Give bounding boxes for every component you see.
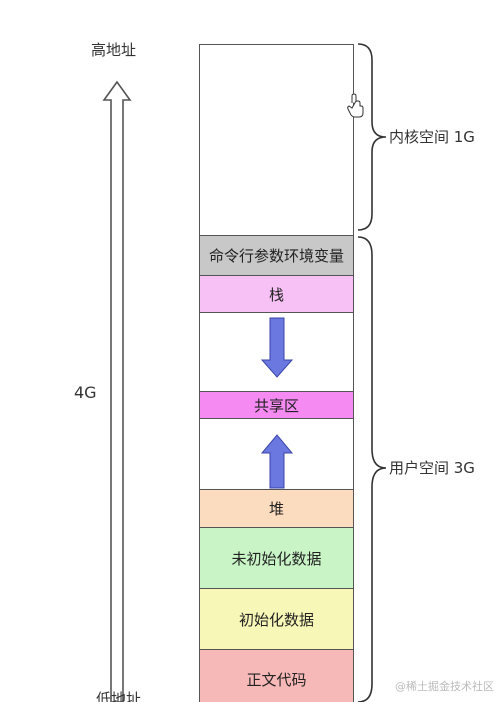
uninitialized-data-block: 未初始化数据 xyxy=(199,527,354,589)
kernel-space-block xyxy=(199,44,354,236)
low-address-label-text: 低地址 xyxy=(96,690,142,702)
kernel-space-brace xyxy=(357,43,387,231)
stack-growth-down-arrow xyxy=(260,317,294,378)
address-axis-arrow-shape xyxy=(102,80,132,702)
heap-block: 堆 xyxy=(199,489,354,528)
text-code-block: 正文代码 xyxy=(199,649,354,702)
kernel-space-label: 内核空间 1G xyxy=(389,128,475,146)
user-space-brace xyxy=(357,236,387,702)
user-space-label: 用户空间 3G xyxy=(389,459,475,477)
heap-growth-up-arrow xyxy=(260,434,294,489)
initialized-data-block: 初始化数据 xyxy=(199,588,354,650)
watermark-text: @稀土掘金技术社区 xyxy=(395,680,494,693)
stack-block: 栈 xyxy=(199,275,354,313)
hand-cursor-icon xyxy=(347,93,364,118)
address-size-label: 4G xyxy=(74,383,97,402)
high-address-label: 高地址 xyxy=(91,41,137,59)
shared-area-block: 共享区 xyxy=(199,391,354,419)
